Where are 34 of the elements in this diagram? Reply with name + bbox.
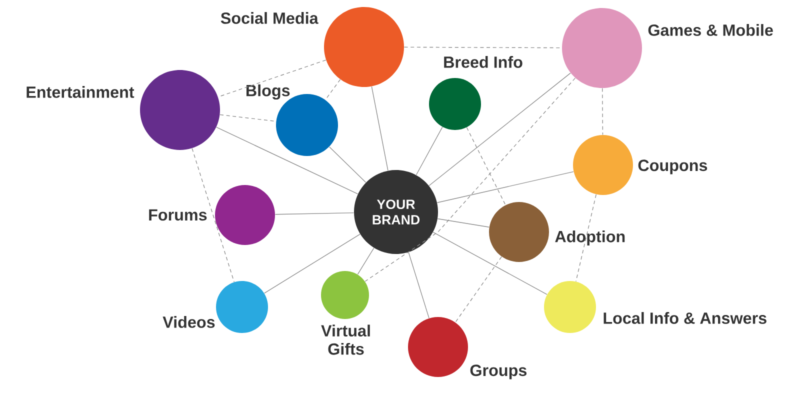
connector-line [329,146,366,183]
connector-line [216,126,358,194]
circle-label: Coupons [638,160,708,174]
connector-line [357,248,374,275]
connector-line [192,148,234,282]
circle-label: Breed Info [444,56,522,68]
connector-line [576,194,596,282]
connector-line [408,252,430,318]
circle-label: Virtual Gifts [321,324,370,355]
connector-line [274,212,354,215]
connector-line [220,114,276,122]
circle-label: Forums [149,209,207,221]
connector-line [218,60,326,98]
circle-label: Social Media [220,12,318,24]
circle-label: Groups [470,364,527,380]
connector-line [428,72,571,186]
connector-line [404,46,562,48]
connector-line [437,218,490,228]
circle-label: Videos [162,316,215,328]
connector-line [371,86,388,171]
connector-line [364,78,576,282]
connector-line [264,234,360,294]
connector-line [416,126,443,176]
circle-label: Blogs [246,84,290,100]
connector-line [455,256,502,323]
circle-label: Entertainment [26,86,134,98]
connector-line [466,127,506,206]
connector-line [602,88,604,136]
circle-label: Local Info & Answers [604,312,766,324]
circle-label: Adoption [555,230,625,246]
connector-line [325,79,341,100]
connector-line [432,232,548,295]
circle-label: Games & Mobile [648,24,773,36]
connector-line [436,171,574,203]
